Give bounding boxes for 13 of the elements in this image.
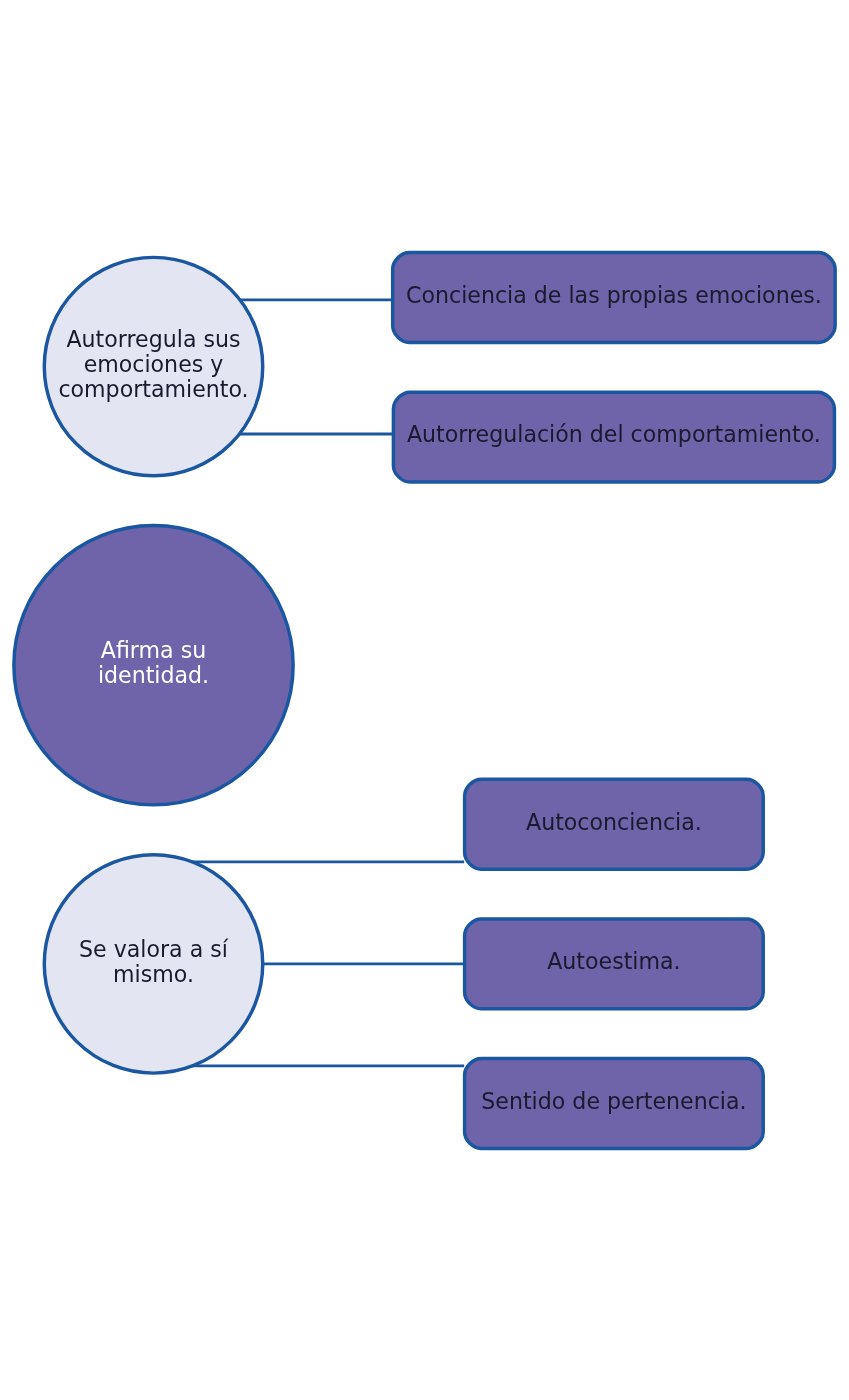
node-box: Sentido de pertenencia. [462,1056,765,1150]
node-box: Autoestima. [462,916,765,1011]
node-box: Conciencia de las propias emociones. [390,250,837,344]
connector [240,298,393,301]
node-box: Autorregulación del comportamiento. [391,389,837,484]
connector [239,432,394,435]
connector [263,962,465,965]
node-box: Autoconciencia. [462,777,765,871]
node-circle: Autorregula sus emociones y comportamiento. [42,255,265,478]
node-circle: Se valora a sí mismo. [42,852,265,1075]
connector [192,1063,465,1067]
connector [192,860,465,863]
node-circle: Afirma su identidad. [12,523,295,807]
